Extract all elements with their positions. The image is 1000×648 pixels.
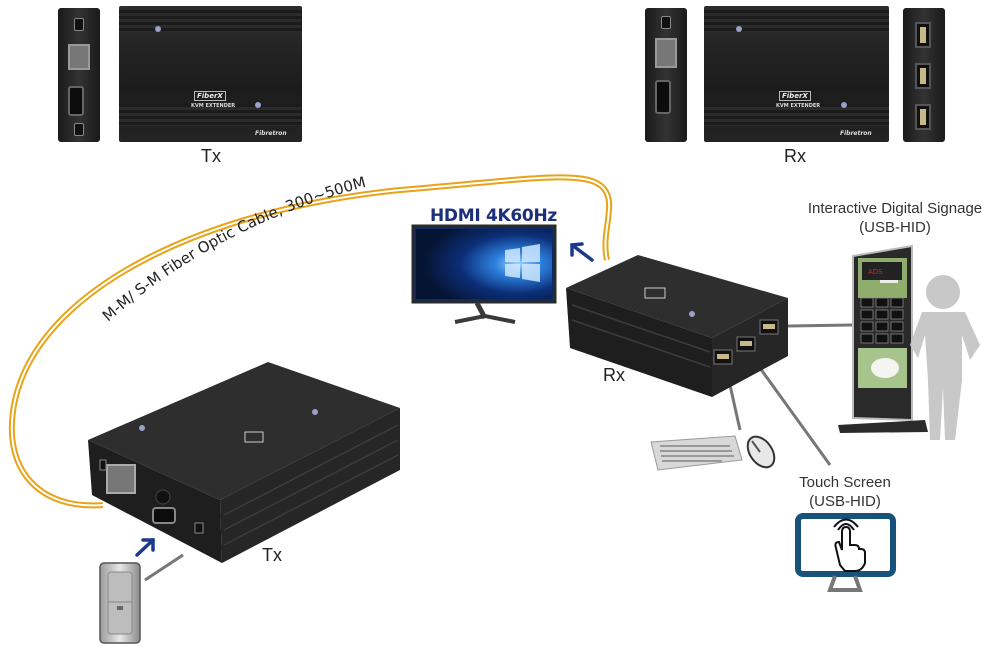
- cable-label-path: M-M/ S-M Fiber Optic Cable, 300~500M: [99, 173, 368, 325]
- usb-port: [915, 104, 931, 130]
- micro-usb-port: [74, 123, 84, 136]
- brand-subtitle: KVM EXTENDER: [191, 103, 236, 109]
- tx-device-label: Tx: [262, 545, 282, 565]
- hdmi-port: [152, 507, 176, 524]
- hand-tap-icon: [833, 518, 866, 572]
- sfp-port: [68, 44, 90, 70]
- sfp-port: [655, 38, 677, 68]
- rx-top-label: Rx: [784, 146, 806, 166]
- digital-signage-kiosk-icon: ADS: [838, 244, 928, 433]
- brand-logo: FiberX: [194, 91, 226, 101]
- hdmi-port: [655, 80, 671, 114]
- rx-usb-panel: [903, 8, 945, 142]
- status-led: [155, 26, 161, 32]
- fiber-optic-cable: [8, 174, 613, 509]
- pc-tower-icon: [99, 562, 141, 644]
- rx-front-panel: [645, 8, 687, 142]
- rx-to-keyboard-line: [728, 384, 742, 431]
- arrow-pc-to-tx-icon: [135, 538, 155, 557]
- rx-device-label: Rx: [603, 365, 625, 385]
- maker-logo: Fibretron: [255, 130, 287, 137]
- brand-text: FiberX: [197, 92, 223, 100]
- keyboard-icon: [650, 435, 743, 471]
- rx-to-touchscreen-line: [758, 367, 832, 466]
- tx-device: [88, 362, 400, 563]
- arrow-rx-to-monitor-icon: [570, 242, 594, 262]
- signage-label-line2: (USB-HID): [859, 219, 931, 236]
- maker-logo: Fibretron: [840, 130, 872, 137]
- tx-top-label: Tx: [201, 146, 221, 166]
- tx-front-panel: [58, 8, 100, 142]
- micro-usb-port: [74, 18, 84, 31]
- sfp-port: [106, 464, 136, 494]
- svg-text:ADS: ADS: [868, 268, 883, 276]
- signage-label-line1: Interactive Digital Signage: [807, 200, 983, 217]
- power-led: [255, 102, 261, 108]
- hdmi-port: [68, 86, 84, 116]
- micro-usb-port: [661, 16, 671, 29]
- connector-lines: [144, 323, 853, 582]
- brand-logo: FiberX: [779, 91, 811, 101]
- rx-top-panel: FiberX KVM EXTENDER Fibretron: [704, 6, 889, 142]
- touch-screen-label: Touch Screen (USB-HID): [780, 473, 910, 511]
- signage-label: Interactive Digital Signage (USB-HID): [790, 199, 1000, 237]
- usb-port: [915, 63, 931, 89]
- brand-subtitle: KVM EXTENDER: [776, 103, 821, 109]
- mouse-icon: [746, 435, 776, 469]
- rx-device: [566, 255, 788, 397]
- touch-screen-label-line2: (USB-HID): [809, 493, 881, 510]
- usb-port: [915, 22, 931, 48]
- tx-top-panel: FiberX KVM EXTENDER Fibretron: [119, 6, 302, 142]
- pc-to-tx-line: [144, 553, 184, 582]
- touch-screen-label-line1: Touch Screen: [799, 474, 891, 491]
- brand-text: FiberX: [782, 92, 808, 100]
- person-silhouette-icon: [910, 275, 980, 440]
- touch-screen-icon: [795, 513, 896, 592]
- status-led: [736, 26, 742, 32]
- monitor-icon: [411, 224, 557, 324]
- fiber-cable-label: M-M/ S-M Fiber Optic Cable, 300~500M: [99, 173, 368, 325]
- hdmi-4k60-label: HDMI 4K60Hz: [430, 206, 557, 226]
- power-led: [841, 102, 847, 108]
- rx-to-signage-line: [787, 323, 853, 328]
